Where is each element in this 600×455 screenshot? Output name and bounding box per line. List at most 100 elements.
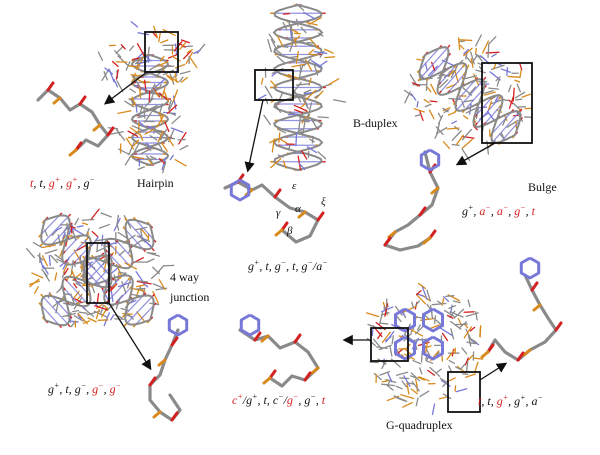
sequence-token: , — [473, 204, 480, 218]
sequence-token: t — [265, 259, 269, 273]
sequence-token: g− — [92, 381, 104, 396]
sequence-token: , — [259, 259, 266, 273]
bduplex-zoom-box — [254, 69, 294, 101]
quadruplex-right-ring-icon — [519, 256, 541, 280]
bduplex-atoms — [257, 3, 347, 171]
junction-label-line1: 4 way — [170, 270, 199, 284]
sequence-token: g− — [286, 392, 299, 407]
bduplex-helix — [270, 4, 326, 171]
junction-arrow — [108, 302, 152, 371]
bulge-base-ring-icon — [419, 148, 441, 172]
hairpin-closeup — [36, 81, 115, 157]
bulge-sequence: g+, a−, a−, g−, t — [462, 203, 535, 219]
greek-xi: ξ — [321, 196, 326, 208]
sequence-token: t — [39, 176, 43, 190]
bulge-zoom-box — [481, 62, 533, 144]
quadruplex-closeup-left — [238, 328, 320, 388]
greek-alpha: α — [295, 203, 301, 215]
sequence-token: / — [283, 393, 287, 407]
sequence-token: , — [77, 176, 84, 190]
sequence-token: t — [478, 394, 482, 408]
zoom-arrows — [103, 71, 508, 381]
sequence-token: , — [60, 176, 67, 190]
sequence-token: g− — [304, 392, 316, 407]
sequence-token: a− — [316, 258, 328, 273]
zoom-boxes — [86, 31, 533, 413]
hairpin-stem — [107, 85, 189, 174]
quadruplex-zoom-box-right — [447, 371, 481, 413]
bduplex-sequence: g+, t, g−, t, g−/a− — [248, 258, 328, 274]
quadruplex-closeup-right — [480, 273, 563, 362]
sequence-token: g− — [109, 381, 121, 396]
sequence-token: t — [321, 393, 326, 407]
sequence-token: t — [65, 382, 69, 396]
quadruplex-sequence-right: t, t, g+, g+, a− — [478, 393, 543, 409]
hairpin-label: Hairpin — [137, 176, 174, 190]
sequence-token: , — [59, 382, 66, 396]
junction-base-ring-icon — [167, 313, 189, 337]
quadruplex-label: G-quadruplex — [386, 418, 453, 432]
molecule-structures — [25, 3, 563, 422]
guanine-ring-icon — [394, 335, 416, 361]
sequence-token: , — [508, 204, 515, 218]
bduplex-closeup — [223, 173, 325, 244]
sequence-token: , — [315, 393, 322, 407]
sequence-token: , — [490, 204, 497, 218]
quadruplex-arrow-right — [479, 362, 508, 381]
sequence-token: t — [292, 259, 296, 273]
sequence-token: , — [525, 204, 532, 218]
sequence-token: , — [525, 394, 532, 408]
bulge-closeup — [383, 150, 440, 252]
greek-epsilon: ε — [292, 180, 297, 192]
sequence-token: t — [263, 393, 267, 407]
junction-zoom-box — [86, 242, 110, 304]
sequence-token: , — [266, 393, 273, 407]
sequence-token: g− — [74, 381, 87, 396]
sequence-token: , — [68, 382, 75, 396]
guanine-ring-icon — [394, 307, 416, 333]
sequence-token: g+ — [48, 175, 61, 190]
sequence-token: g+ — [514, 393, 526, 408]
sequence-token: g+ — [248, 258, 260, 273]
bduplex-arrow — [244, 99, 264, 173]
bduplex-base-ring-icon — [229, 178, 251, 202]
bulge-helix — [416, 44, 524, 146]
sequence-token: , — [295, 259, 302, 273]
greek-beta: β — [287, 225, 293, 237]
junction-label-line2: junction — [170, 290, 210, 304]
bulge-label: Bulge — [528, 180, 557, 194]
guanine-ring-icon — [422, 307, 444, 333]
sequence-token: g+ — [66, 175, 78, 190]
sequence-token: , — [286, 259, 293, 273]
greek-gamma: γ — [276, 207, 281, 219]
sequence-token: t — [531, 204, 535, 218]
quadruplex-zoom-box-left — [370, 327, 409, 362]
sequence-token: , — [298, 393, 305, 407]
sequence-token: c− — [272, 392, 284, 407]
sequence-token: , — [490, 394, 497, 408]
quadruplex-left-ring-icon — [239, 313, 261, 337]
bulge-arrow — [455, 142, 496, 166]
sequence-token: , — [33, 176, 40, 190]
sequence-token: , — [86, 382, 93, 396]
sequence-token: g− — [301, 258, 313, 273]
guanine-ring-icon — [422, 335, 444, 361]
sequence-token: / — [312, 259, 317, 273]
hairpin-sequence: t, t, g+, g+, g− — [30, 175, 95, 191]
sequence-token: a− — [496, 203, 509, 218]
sequence-token: g− — [83, 175, 95, 190]
sequence-token: g− — [274, 258, 287, 273]
sequence-token: t — [487, 394, 491, 408]
sequence-token: , — [481, 394, 488, 408]
sequence-token: , — [257, 393, 264, 407]
sequence-token: g+ — [462, 203, 474, 218]
sequence-token: t — [30, 176, 34, 190]
sequence-token: g+ — [496, 393, 509, 408]
hairpin-loop — [97, 21, 206, 103]
sequence-token: c+ — [232, 392, 243, 407]
hairpin-zoom-box — [144, 31, 179, 73]
sequence-token: a− — [531, 393, 543, 408]
sequence-token: , — [508, 394, 515, 408]
sequence-token: / — [242, 393, 247, 407]
